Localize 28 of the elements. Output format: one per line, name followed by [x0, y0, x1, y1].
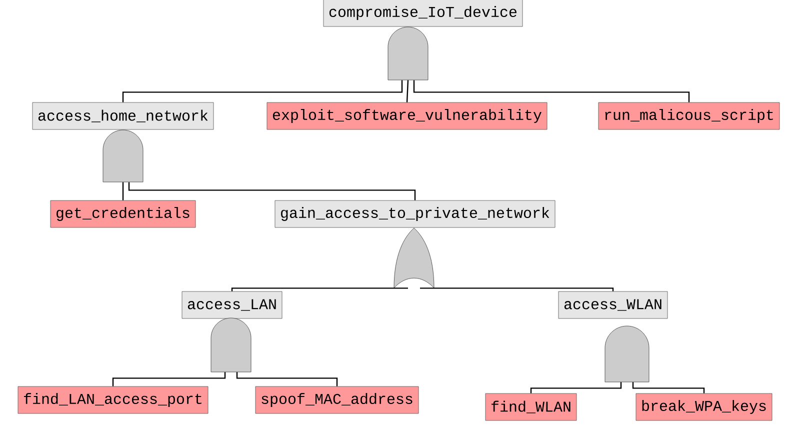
connector-line: [420, 288, 614, 292]
event-box: break_WPA_keys: [636, 393, 772, 421]
and-gate: [388, 26, 428, 80]
event-box: gain_access_to_private_network: [274, 200, 556, 228]
connector-line: [231, 288, 408, 292]
event-box: find_LAN_access_port: [18, 386, 208, 414]
connector-line: [122, 80, 403, 102]
event-box: access_WLAN: [558, 291, 668, 319]
event-box: get_credentials: [50, 200, 196, 228]
and-gate: [604, 326, 650, 382]
connector-line: [236, 372, 338, 386]
connector-line: [530, 382, 622, 394]
event-box: access_LAN: [182, 291, 282, 319]
connector-line: [122, 182, 124, 200]
event-box: run_malicous_script: [598, 102, 780, 130]
event-box: find_WLAN: [485, 393, 577, 421]
connector-line: [632, 382, 705, 394]
event-box: compromise_IoT_device: [323, 0, 523, 27]
connector-line: [112, 372, 226, 386]
and-gate: [102, 130, 144, 182]
and-gate: [210, 318, 252, 372]
connector-line: [413, 80, 690, 102]
event-box: spoof_MAC_address: [255, 386, 419, 414]
or-gate: [394, 228, 434, 288]
event-box: exploit_software_vulnerability: [266, 102, 548, 130]
connector-line: [406, 80, 409, 102]
event-box: access_home_network: [32, 102, 214, 130]
connector-line: [128, 182, 416, 200]
